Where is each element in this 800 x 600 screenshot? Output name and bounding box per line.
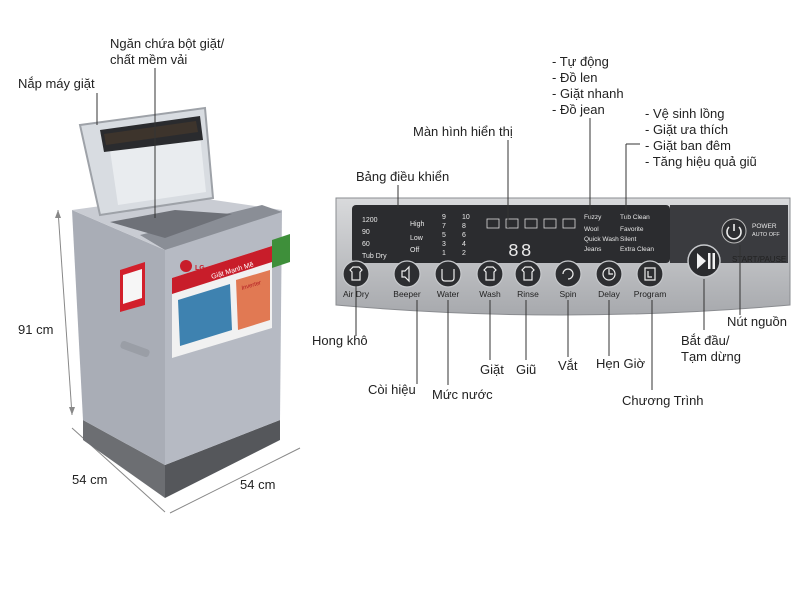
program-extra-clean: Extra Clean xyxy=(620,246,654,253)
sticker-subtitle: Inverter xyxy=(241,280,263,292)
spin-callout: Vắt xyxy=(558,358,578,373)
panel-button-8[interactable] xyxy=(636,260,664,288)
power-icon xyxy=(726,224,742,240)
dispenser-label-line-2: chất mềm vải xyxy=(110,52,188,67)
spin-level-1: 1200 xyxy=(362,217,378,224)
tub-icon xyxy=(441,269,455,282)
start-pause-callout: Bắt đầu/ Tạm dừng xyxy=(681,333,741,365)
shirt-icon xyxy=(521,266,535,281)
process-indicator-1 xyxy=(486,218,500,229)
side-handle xyxy=(120,340,150,358)
speaker-icon xyxy=(401,265,410,283)
rinse-callout: Giũ xyxy=(516,362,537,377)
display-label: Màn hình hiển thị xyxy=(413,124,513,139)
spin-icon xyxy=(562,268,574,280)
dispenser-label: Ngăn chứa bột giặt/ chất mềm vải xyxy=(110,36,224,68)
water-number-5: 5 xyxy=(442,232,446,239)
start-pause-callout-line-2: Tạm dừng xyxy=(681,349,742,364)
beeper-callout: Còi hiệu xyxy=(368,382,416,397)
wash-callout: Giặt xyxy=(480,362,504,377)
program-silent: Silent xyxy=(620,236,636,243)
spin-level-3: 60 xyxy=(362,241,370,248)
width-left-label: 54 cm xyxy=(72,472,108,487)
program-quick-wash: Quick Wash xyxy=(584,236,619,243)
panel-button-6[interactable] xyxy=(554,260,582,288)
lid-label: Nắp máy giặt xyxy=(18,76,95,91)
process-indicator-4 xyxy=(543,218,557,229)
width-right-label: 54 cm xyxy=(240,477,276,492)
power-text: POWER xyxy=(752,223,777,230)
display-digits: 88 xyxy=(508,242,534,262)
program-group-2-item: - Giặt ưa thích xyxy=(645,122,729,137)
program-group-1-item: - Tự động xyxy=(552,54,609,69)
program-favorite: Favorite xyxy=(620,226,644,233)
control-panel-label: Bảng điều khiển xyxy=(356,169,450,184)
play-pause-icon xyxy=(697,253,706,269)
washer-base xyxy=(83,420,165,498)
start-pause-callout-line-1: Bắt đầu/ xyxy=(681,333,730,348)
program-icon xyxy=(644,267,656,281)
panel-button-2[interactable] xyxy=(393,260,421,288)
width-right-dimension-line xyxy=(169,447,301,514)
panel-button-4[interactable] xyxy=(476,260,504,288)
brand-text: LG xyxy=(195,265,205,272)
process-indicator-5 xyxy=(562,218,576,229)
panel-button-label: Wash xyxy=(479,289,501,299)
water-level-low: Low xyxy=(410,235,424,242)
shirt-icon xyxy=(483,266,497,281)
washer-tub-opening xyxy=(110,210,232,238)
spin-level-2: 90 xyxy=(362,229,370,236)
water-number-10: 10 xyxy=(462,214,470,221)
program-wool: Wool xyxy=(584,226,599,233)
panel-button-label: Spin xyxy=(559,289,576,299)
tub-dry-text: Tub Dry xyxy=(362,253,387,260)
panel-button-label: Program xyxy=(634,289,667,299)
program-group-2-label: - Vệ sinh lồng - Giặt ưa thích - Giặt ba… xyxy=(645,106,757,170)
water-callout: Mức nước xyxy=(432,387,493,402)
water-number-9: 9 xyxy=(442,214,446,221)
water-number-8: 8 xyxy=(462,223,466,230)
program-tub-clean: Tub Clean xyxy=(620,214,650,221)
program-group-1-item: - Giặt nhanh xyxy=(552,86,624,101)
lg-logo-icon xyxy=(180,260,192,272)
power-callout: Nút nguồn xyxy=(727,314,787,329)
water-number-7: 7 xyxy=(442,223,446,230)
program-group-2-item: - Vệ sinh lồng xyxy=(645,106,725,121)
program-group-1-item: - Đồ jean xyxy=(552,102,605,117)
program-group-2-item: - Giặt ban đêm xyxy=(645,138,731,153)
process-indicator-3 xyxy=(524,218,538,229)
program-fuzzy: Fuzzy xyxy=(584,214,602,221)
water-number-4: 4 xyxy=(462,241,466,248)
program-group-1-item: - Đồ len xyxy=(552,70,598,85)
auto-off-text: AUTO OFF xyxy=(752,232,780,238)
program-callout: Chương Trình xyxy=(622,393,704,408)
water-number-1: 1 xyxy=(442,250,446,257)
panel-button-3[interactable] xyxy=(434,260,462,288)
panel-button-5[interactable] xyxy=(514,260,542,288)
water-number-6: 6 xyxy=(462,232,466,239)
shirt-icon xyxy=(349,266,363,281)
water-number-3: 3 xyxy=(442,241,446,248)
air-dry-callout: Hong khô xyxy=(312,333,368,348)
dispenser-label-line-1: Ngăn chứa bột giặt/ xyxy=(110,36,225,51)
height-dimension-line xyxy=(57,209,73,416)
program-jeans: Jeans xyxy=(584,246,602,253)
panel-button-label: Water xyxy=(437,289,460,299)
start-pause-text: START/PAUSE xyxy=(732,255,786,264)
washer-control-strip xyxy=(140,205,282,250)
panel-button-label: Beeper xyxy=(393,289,421,299)
water-level-off: Off xyxy=(410,247,419,254)
program-group-1-label: - Tự động - Đồ len - Giặt nhanh - Đồ jea… xyxy=(552,54,624,118)
panel-button-label: Rinse xyxy=(517,289,539,299)
water-level-high: High xyxy=(410,221,425,228)
washer-illustration: Giặt Mạnh Mẽ Inverter LG xyxy=(55,106,301,514)
clock-icon xyxy=(602,267,616,281)
panel-button-label: Delay xyxy=(598,289,620,299)
delay-callout: Hẹn Giờ xyxy=(596,356,645,371)
process-indicator-2 xyxy=(505,218,519,229)
water-number-2: 2 xyxy=(462,250,466,257)
height-label: 91 cm xyxy=(18,322,54,337)
program-group-2-item: - Tăng hiệu quả giũ xyxy=(645,154,757,169)
